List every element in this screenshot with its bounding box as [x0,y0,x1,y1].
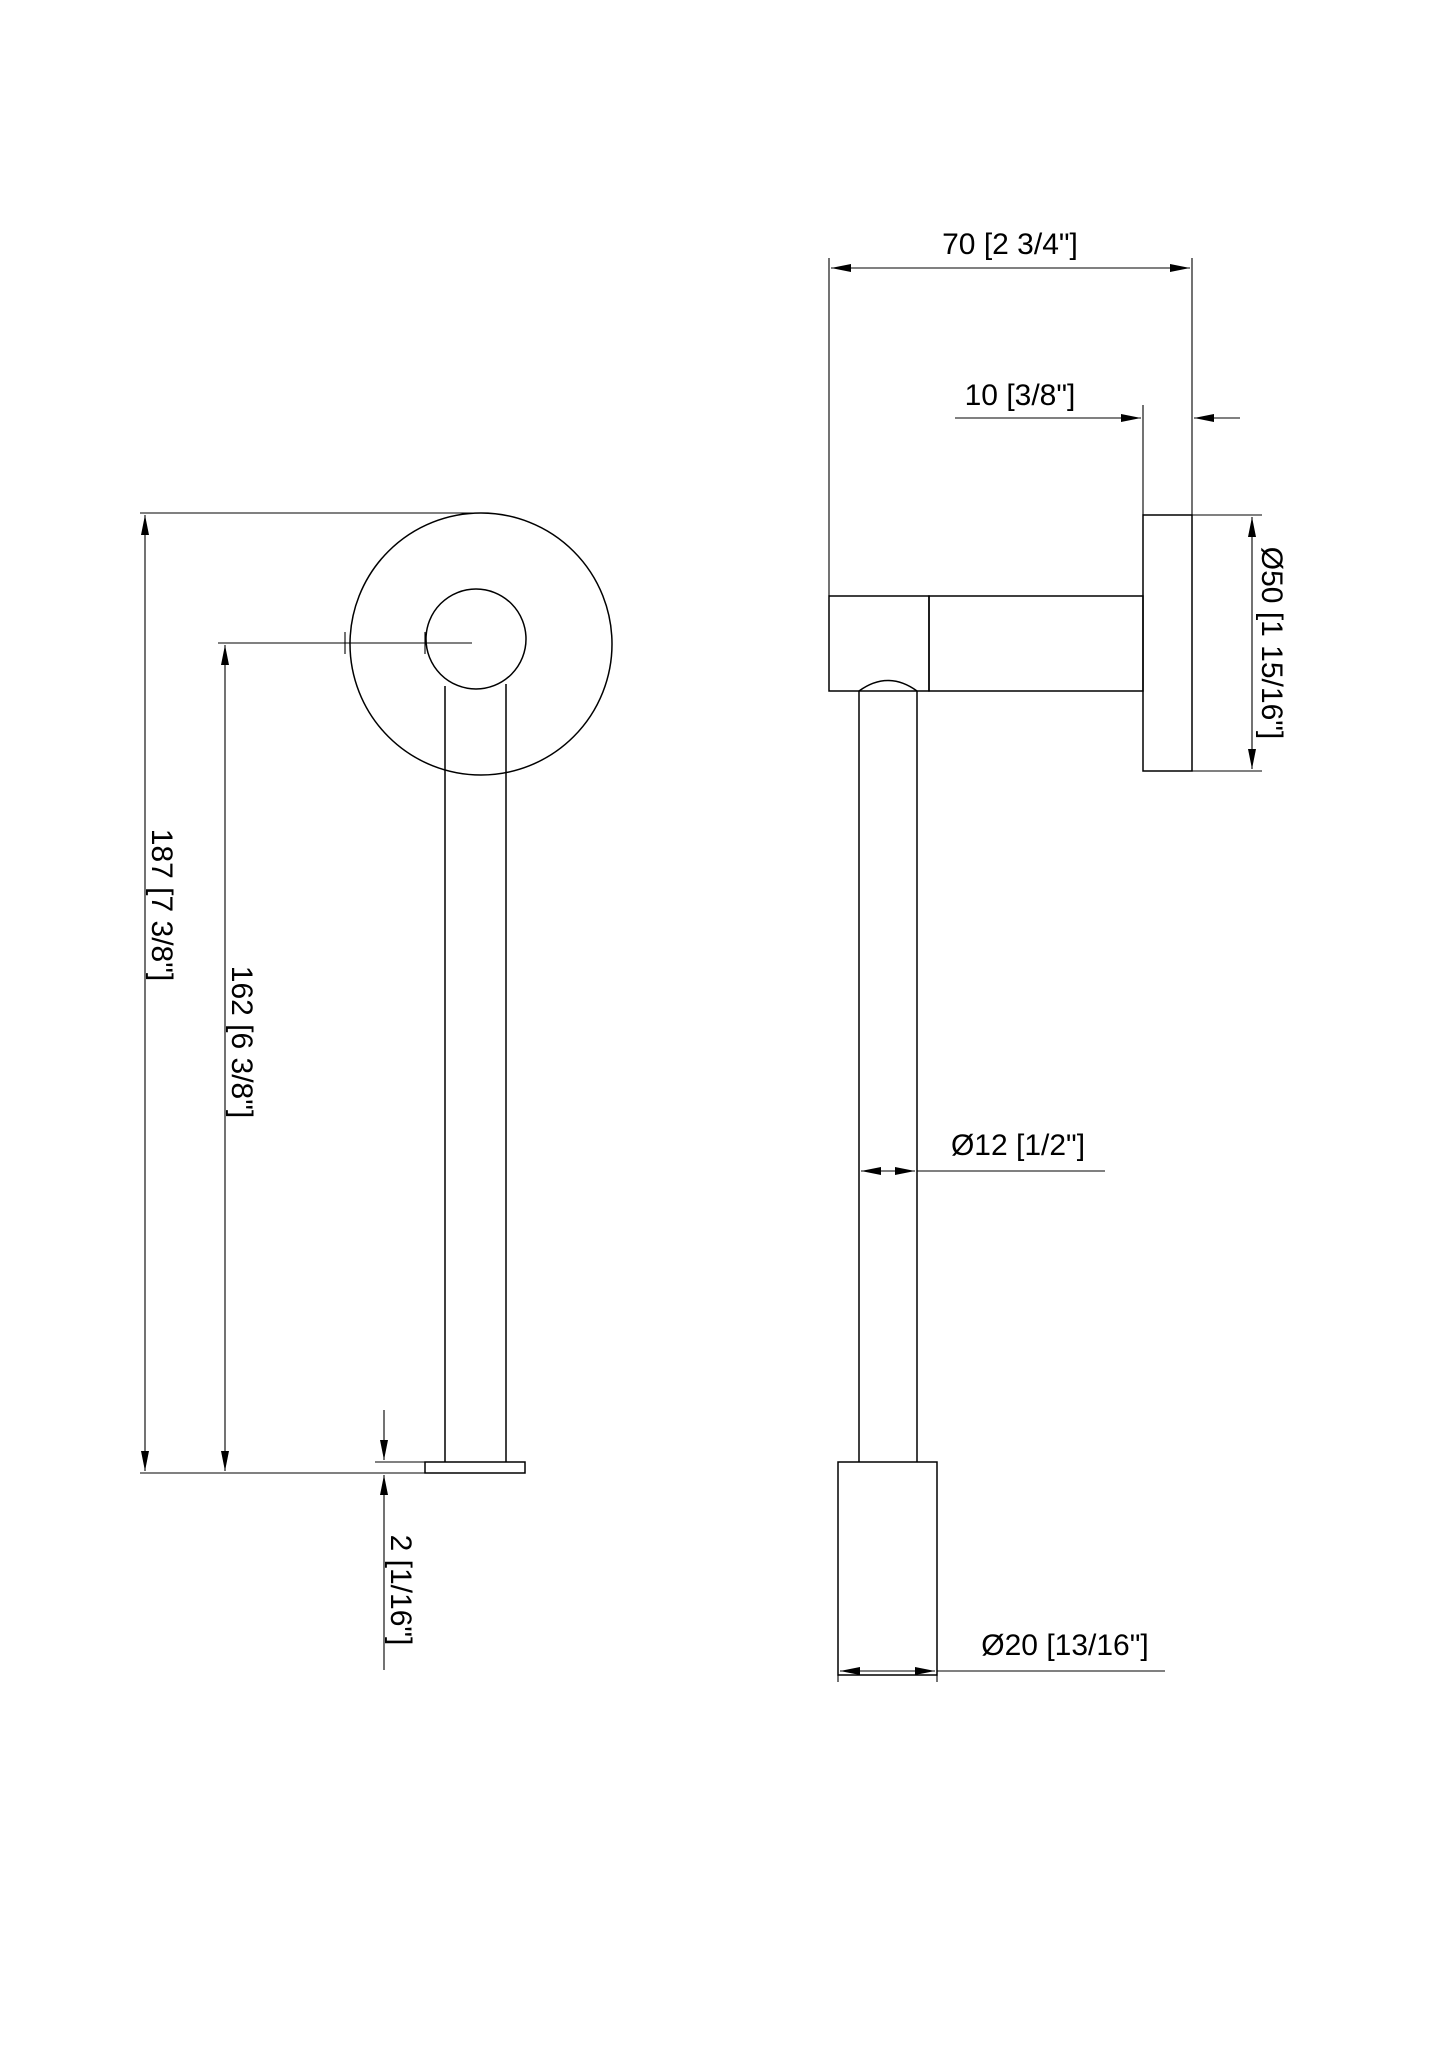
dim-label-projection: 70 [2 3/4"] [942,228,1078,261]
front-view: 187 [7 3/8"] 162 [6 3/8"] 2 [1/16"] [140,512,613,1670]
dim-label-base-diameter: Ø20 [13/16"] [981,1629,1148,1662]
side-arm [928,595,1144,692]
side-view: 70 [2 3/4"] 10 [3/8"] Ø50 [1 15/16"] Ø12… [828,228,1288,1682]
flange-outer-circle [349,512,613,776]
dim-label-flange-depth: 10 [3/8"] [965,379,1076,412]
dim-label-rod-diameter: Ø12 [1/2"] [951,1129,1085,1162]
rod-end-circle [425,588,527,690]
base-plate [424,1461,526,1474]
dim-label-base-thickness: 2 [1/16"] [384,1535,417,1646]
dim-label-center-height: 162 [6 3/8"] [225,966,258,1118]
side-flange [1142,514,1193,772]
side-elbow [828,595,930,692]
dim-label-flange-diameter: Ø50 [1 15/16"] [1255,547,1288,739]
side-base [837,1461,938,1676]
side-rod-cap [858,679,918,692]
dim-label-overall-height: 187 [7 3/8"] [145,829,178,981]
